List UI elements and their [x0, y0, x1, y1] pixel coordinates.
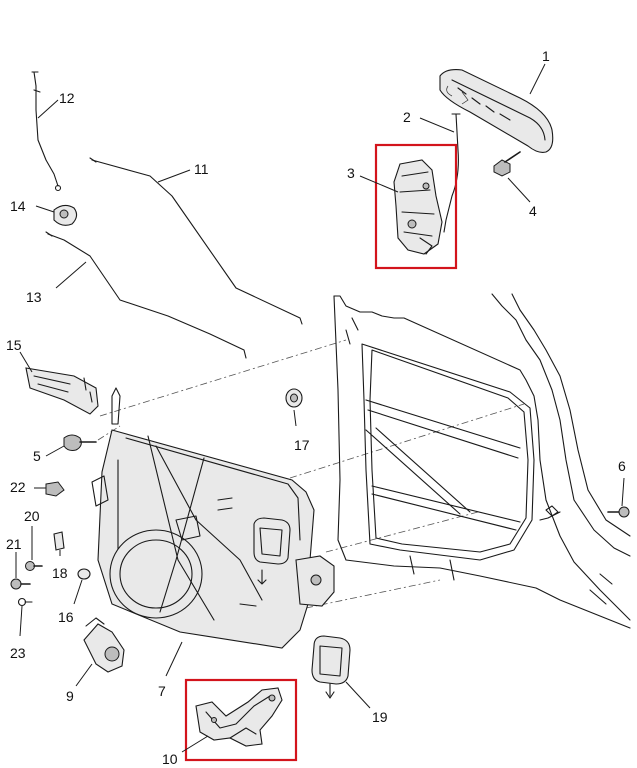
callout-10: 10 — [162, 751, 178, 767]
part-21-screw — [10, 578, 31, 590]
part-23-screw — [17, 597, 33, 607]
callout-20: 20 — [24, 508, 40, 524]
part-15-interior-handle — [25, 367, 99, 415]
callout-23: 23 — [10, 645, 26, 661]
callout-16: 16 — [58, 609, 74, 625]
door-frame — [333, 293, 631, 629]
part-5-push-pin — [63, 434, 97, 451]
part-1-exterior-handle — [439, 69, 554, 153]
callout-22: 22 — [10, 479, 26, 495]
callout-7: 7 — [158, 683, 166, 699]
part-20-bolt — [25, 561, 43, 571]
callout-11: 11 — [194, 161, 209, 177]
part-16-plug — [77, 568, 91, 580]
part-14-clip — [53, 204, 78, 226]
callout-2: 2 — [403, 109, 411, 125]
callout-19: 19 — [372, 709, 388, 725]
callout-12: 12 — [59, 90, 75, 106]
part-22-clip — [45, 481, 65, 497]
part-3-latch — [393, 159, 443, 255]
part-12-rod — [31, 71, 62, 192]
callout-18: 18 — [52, 565, 68, 581]
callout-15: 15 — [6, 337, 22, 353]
callout-3: 3 — [347, 165, 355, 181]
callout-13: 13 — [26, 289, 42, 305]
highlight-box-part-3 — [374, 143, 458, 270]
part-18-clip — [53, 531, 65, 551]
part-9-motor — [83, 617, 125, 673]
callout-21: 21 — [6, 536, 22, 552]
callout-14: 14 — [10, 198, 26, 214]
callout-4: 4 — [529, 203, 537, 219]
callout-1: 1 — [542, 48, 550, 64]
part-4-screw — [493, 151, 521, 177]
part-17-grommet — [285, 388, 303, 408]
callout-9: 9 — [66, 688, 74, 704]
part-13-rod — [45, 231, 247, 359]
assembly-lines — [97, 339, 525, 609]
part-11-rod — [89, 157, 303, 325]
part-10-bracket — [195, 687, 283, 747]
highlight-box-part-10 — [184, 678, 298, 762]
part-19-hole-cover — [311, 635, 351, 699]
callout-17: 17 — [294, 437, 310, 453]
callout-6: 6 — [618, 458, 626, 474]
part-7-carrier-panel — [91, 387, 335, 649]
part-6-bolt — [607, 506, 630, 518]
callout-5: 5 — [33, 448, 41, 464]
